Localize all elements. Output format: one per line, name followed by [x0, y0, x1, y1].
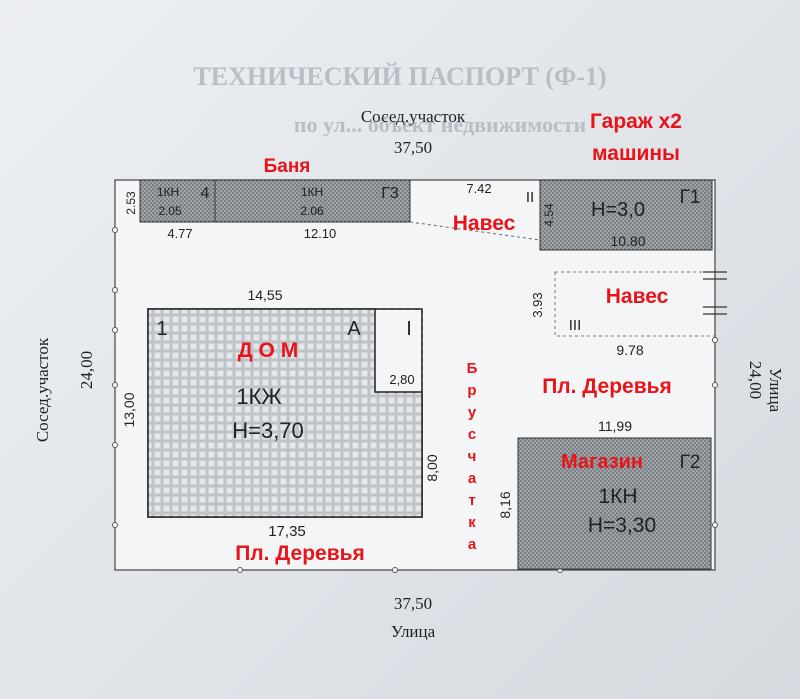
paving-letter: к: [468, 514, 476, 531]
garage-title-line-1: Гараж х2: [590, 110, 682, 133]
banya-right-area: 2.06: [300, 204, 324, 218]
house-right-dim: 8,00: [424, 454, 440, 481]
paving-letter: а: [468, 470, 477, 487]
house-title: Д О М: [238, 339, 298, 362]
garage-width-dim: 10.80: [610, 233, 645, 249]
shop-width-dim: 11,99: [598, 418, 632, 434]
house-notch-dim: 2,80: [389, 372, 414, 387]
garage-height: H=3,0: [591, 199, 645, 221]
garage-gap-dim: 7.42: [466, 181, 491, 196]
bottom-boundary-dim: 37,50: [394, 594, 432, 613]
paving-letter: с: [468, 426, 476, 443]
house-roman-left: 1: [156, 318, 167, 340]
gate-marks: [703, 271, 727, 315]
shop-height: H=3,30: [588, 514, 656, 537]
header-line-2: по ул... объект недвижимости: [294, 112, 587, 137]
banya-right-id: Г3: [381, 185, 399, 202]
banya-left-area: 2.05: [158, 204, 182, 218]
paving-label: Б р у с ч а т к а: [467, 360, 478, 553]
top-neighbor-label: Сосед.участок: [361, 107, 466, 126]
canopy-right-width-dim: 9.78: [616, 342, 643, 358]
shop-code: 1КН: [598, 485, 637, 508]
paving-letter: ч: [468, 448, 477, 465]
garage-depth-dim: 4.54: [542, 203, 556, 227]
shop-depth-dim: 8,16: [497, 491, 513, 518]
paving-letter: т: [468, 492, 475, 509]
shop-id: Г2: [680, 452, 701, 473]
banya-depth-dim: 2.53: [124, 191, 138, 215]
right-street-label: Улица: [766, 368, 785, 413]
house-height: H=3,70: [232, 418, 304, 443]
house-code: 1КЖ: [236, 384, 282, 409]
paving-letter: Б: [467, 360, 478, 377]
top-boundary-dim: 37,50: [394, 138, 432, 157]
shop-title: Магазин: [561, 451, 643, 473]
trees-right-title: Пл. Деревья: [542, 375, 672, 398]
canopy-right-outline: [554, 271, 715, 337]
canopy-top-outline: [409, 221, 541, 241]
banya-left-number: 4: [201, 185, 210, 202]
trees-bottom-title: Пл. Деревья: [235, 542, 365, 565]
banya-title: Баня: [264, 156, 311, 177]
paving-letter: р: [467, 382, 476, 399]
canopy-top-title: Навес: [453, 212, 516, 235]
banya-right-width: 12.10: [304, 226, 337, 241]
paving-letter: у: [468, 404, 477, 421]
house-left-dim: 13,00: [121, 392, 137, 427]
garage-id: Г1: [680, 187, 701, 208]
garage-roman: II: [526, 189, 534, 206]
house-letter: A: [347, 318, 361, 340]
garage-building: [539, 179, 713, 251]
paving-letter: а: [468, 536, 477, 553]
banya-building: [139, 179, 411, 223]
banya-left-width: 4.77: [167, 226, 192, 241]
house-roman-right: I: [406, 318, 412, 340]
house-top-dim: 14,55: [247, 287, 282, 303]
garage-title-line-2: машины: [592, 142, 680, 165]
right-boundary-dim: 24,00: [746, 361, 765, 399]
left-neighbor-label: Сосед.участок: [33, 337, 52, 442]
house-bottom-dim: 17,35: [268, 523, 306, 540]
bottom-street-label: Улица: [391, 622, 436, 641]
left-boundary-dim: 24,00: [77, 351, 96, 389]
banya-right-code: 1КН: [301, 185, 323, 199]
header-line-1: ТЕХНИЧЕСКИЙ ПАСПОРТ (Ф-1): [193, 62, 606, 91]
boundary-markers: [112, 227, 718, 573]
canopy-right-depth-dim: 3.93: [530, 292, 545, 317]
canopy-right-roman: III: [569, 317, 582, 334]
canopy-right-title: Навес: [606, 285, 669, 308]
banya-left-code: 1КН: [157, 185, 179, 199]
shop-building: [517, 437, 712, 570]
